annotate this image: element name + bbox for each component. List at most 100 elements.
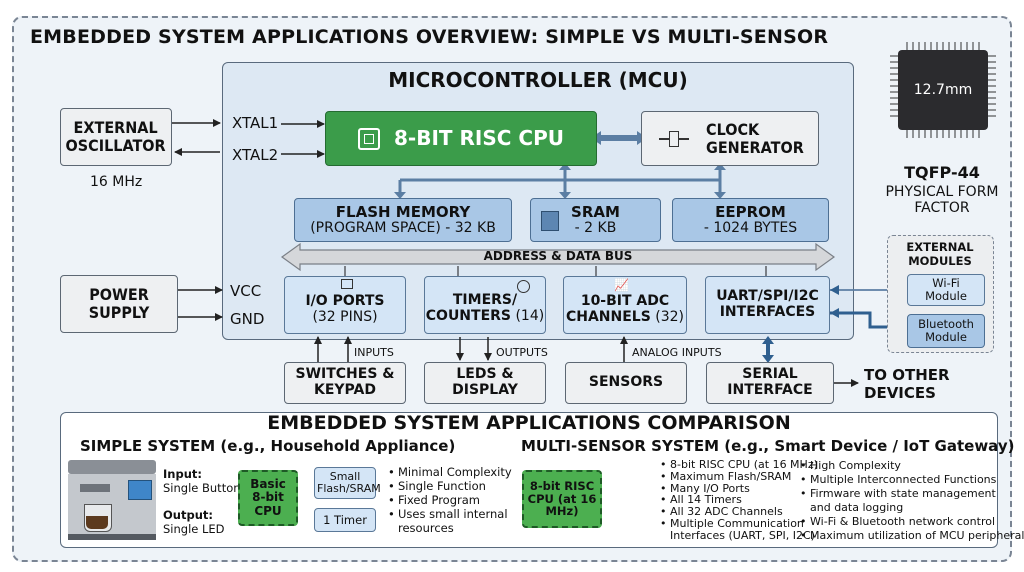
- multi-feature: Multiple Communication: [660, 518, 818, 530]
- sram-size: - 2 KB: [574, 219, 617, 236]
- multi-bullet: High Complexity: [800, 459, 1024, 473]
- io-ports-box: I/O PORTS (32 PINS): [284, 276, 406, 334]
- basic-cpu-box: Basic 8-bit CPU: [238, 470, 298, 526]
- output-value: Single LED: [163, 522, 225, 536]
- eeprom-size: - 1024 BYTES: [703, 219, 798, 236]
- small-flash-box: Small Flash/SRAM: [314, 467, 381, 499]
- graph-icon: 📈: [614, 278, 629, 292]
- vcc-label: VCC: [230, 282, 262, 300]
- bluetooth-module-box: Bluetooth Module: [907, 314, 985, 348]
- one-timer-box: 1 Timer: [314, 508, 376, 532]
- adc-count: (32): [655, 309, 685, 325]
- crystal-icon: [659, 129, 689, 149]
- clock-generator-box: CLOCK GENERATOR: [641, 111, 819, 166]
- multi-bullet: Multiple Interconnected Functions: [800, 473, 1024, 487]
- switches-keypad-label: SWITCHES & KEYPAD: [295, 366, 395, 398]
- cpu-label: 8-BIT RISC CPU: [394, 126, 564, 151]
- multi-bullet: Maximum utilization of MCU peripherals: [800, 529, 1024, 543]
- external-oscillator-label: EXTERNAL OSCILLATOR: [65, 118, 167, 155]
- multi-feature: 8-bit RISC CPU (at 16 MHz): [660, 459, 818, 471]
- simple-bullet: Minimal Complexity: [388, 465, 512, 479]
- sensors-box: SENSORS: [565, 362, 687, 404]
- sram-icon: [541, 211, 559, 231]
- multi-cpu-label: 8-bit RISC CPU (at 16 MHz): [527, 478, 597, 519]
- io-ports-pins: (32 PINS): [312, 309, 378, 325]
- analog-inputs-label: ANALOG INPUTS: [632, 346, 722, 359]
- simple-bullets: Minimal Complexity Single Function Fixed…: [386, 465, 512, 535]
- mcu-title: MICROCONTROLLER (MCU): [388, 68, 688, 92]
- chip-size: 12.7mm: [913, 82, 973, 98]
- multi-bullet: Wi-Fi & Bluetooth network control: [800, 515, 1024, 529]
- adc-box: 📈 10-BIT ADC CHANNELS (32): [563, 276, 687, 334]
- multi-bullets: High Complexity Multiple Interconnected …: [800, 459, 1024, 543]
- multi-features: 8-bit RISC CPU (at 16 MHz) Maximum Flash…: [660, 459, 818, 542]
- one-timer-label: 1 Timer: [323, 512, 367, 527]
- serial-interface-label: SERIAL INTERFACE: [727, 366, 813, 398]
- power-supply-box: POWER SUPPLY: [60, 275, 178, 333]
- oscillator-frequency: 16 MHz: [90, 174, 143, 190]
- outputs-label: OUTPUTS: [496, 346, 548, 359]
- cpu-block: 8-BIT RISC CPU: [325, 111, 597, 166]
- simple-bullet-continued: resources: [398, 521, 454, 535]
- gnd-label: GND: [230, 310, 265, 328]
- input-value: Single Button: [163, 481, 241, 495]
- tqfp-chip: 12.7mm: [898, 50, 988, 130]
- inputs-label: INPUTS: [354, 346, 394, 359]
- adc-channels: CHANNELS: [565, 309, 651, 325]
- timers-counters: COUNTERS: [425, 308, 512, 324]
- leds-display-label: LEDS & DISPLAY: [452, 366, 518, 398]
- eeprom-box: EEPROM - 1024 BYTES: [672, 198, 829, 242]
- small-flash-label: Small Flash/SRAM: [317, 469, 381, 495]
- multi-feature: Maximum Flash/SRAM: [660, 470, 818, 483]
- flash-memory-box: FLASH MEMORY (PROGRAM SPACE) - 32 KB: [294, 198, 512, 242]
- sram-box: SRAM - 2 KB: [530, 198, 661, 242]
- multi-feature: All 32 ADC Channels: [660, 506, 818, 518]
- timers-count: (14): [515, 308, 545, 324]
- pin-icon: [341, 279, 353, 289]
- simple-bullet: Single Function: [388, 479, 512, 493]
- wifi-module-box: Wi-Fi Module: [907, 274, 985, 306]
- simple-system-heading: SIMPLE SYSTEM (e.g., Household Appliance…: [80, 437, 456, 455]
- eeprom-title: EEPROM: [715, 202, 786, 221]
- timers-box: TIMERS/ COUNTERS (14): [424, 276, 546, 334]
- address-data-bus-label: ADDRESS & DATA BUS: [483, 249, 633, 263]
- simple-bullet: Uses small internal: [388, 507, 512, 521]
- external-modules-title: EXTERNAL MODULES: [906, 240, 974, 268]
- sram-title: SRAM: [571, 202, 620, 221]
- multi-feature: All 14 Timers: [660, 494, 818, 506]
- adc-title: 10-BIT ADC: [580, 293, 670, 310]
- wifi-module-label: Wi-Fi Module: [925, 276, 967, 303]
- page-title: EMBEDDED SYSTEM APPLICATIONS OVERVIEW: S…: [30, 26, 829, 48]
- to-other-devices-label: TO OTHER DEVICES: [864, 366, 950, 402]
- multi-system-heading: MULTI-SENSOR SYSTEM (e.g., Smart Device …: [521, 437, 1015, 455]
- basic-cpu-label: Basic 8-bit CPU: [250, 476, 286, 518]
- simple-bullet: Fixed Program: [388, 493, 512, 507]
- switches-keypad-box: SWITCHES & KEYPAD: [284, 362, 406, 404]
- flash-memory-size: (PROGRAM SPACE) - 32 KB: [310, 219, 496, 236]
- multi-cpu-box: 8-bit RISC CPU (at 16 MHz): [522, 470, 602, 528]
- coffee-machine-icon: [68, 460, 156, 540]
- multi-feature: Many I/O Ports: [660, 482, 818, 495]
- multi-bullet-continued: and data logging: [810, 501, 904, 514]
- sensors-label: SENSORS: [588, 374, 664, 391]
- chip-caption: PHYSICAL FORM FACTOR: [885, 184, 999, 216]
- comparison-title: EMBEDDED SYSTEM APPLICATIONS COMPARISON: [267, 412, 791, 434]
- timers-title: TIMERS/: [452, 292, 518, 309]
- chip-package: TQFP-44: [904, 163, 980, 182]
- chip-icon: [358, 127, 380, 150]
- serial-interface-box: SERIAL INTERFACE: [706, 362, 834, 404]
- uart-box: UART/SPI/I2C INTERFACES: [705, 276, 830, 334]
- io-ports-title: I/O PORTS: [305, 293, 385, 310]
- uart-label: UART/SPI/I2C INTERFACES: [716, 288, 819, 320]
- input-label: Input:: [163, 467, 202, 481]
- leds-display-box: LEDS & DISPLAY: [424, 362, 546, 404]
- external-oscillator-box: EXTERNAL OSCILLATOR: [60, 108, 172, 166]
- xtal2-label: XTAL2: [232, 146, 279, 164]
- xtal1-label: XTAL1: [232, 114, 279, 132]
- bluetooth-module-label: Bluetooth Module: [918, 317, 974, 344]
- power-supply-label: POWER SUPPLY: [88, 285, 150, 322]
- flash-memory-title: FLASH MEMORY: [335, 202, 471, 221]
- clock-generator-label: CLOCK GENERATOR: [706, 119, 804, 157]
- clock-icon: [517, 280, 530, 293]
